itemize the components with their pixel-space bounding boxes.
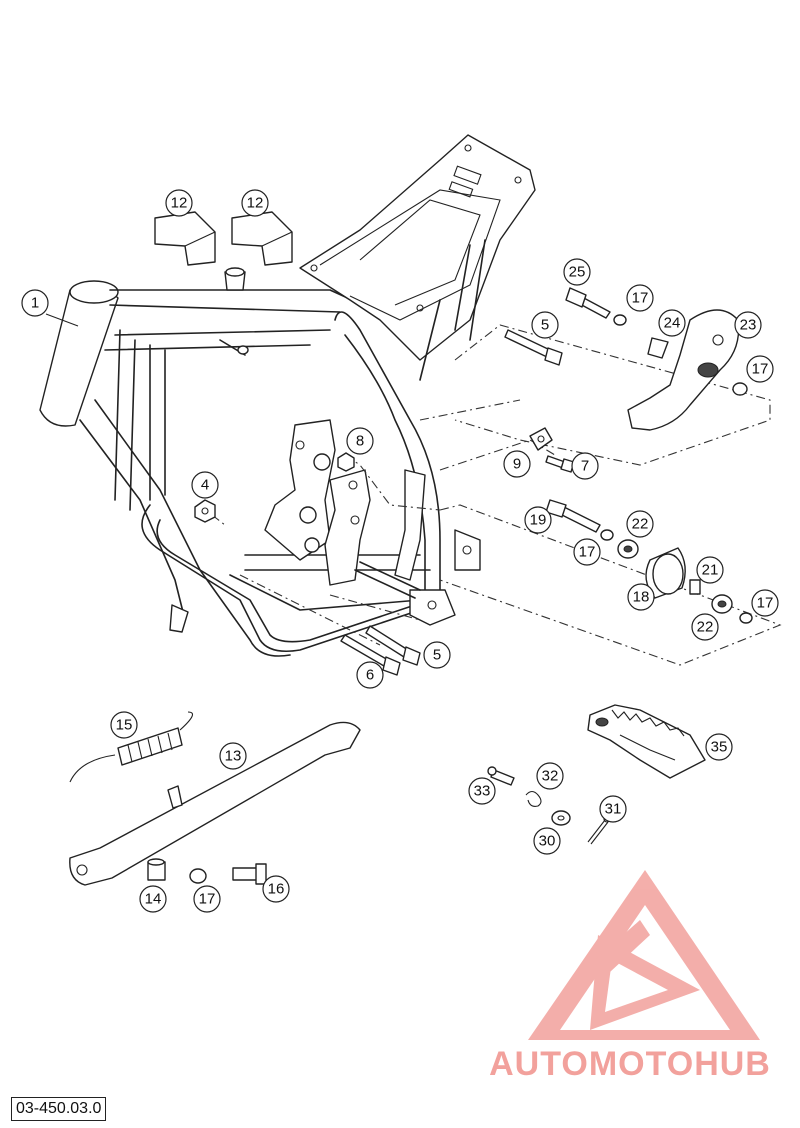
svg-text:25: 25 <box>569 264 586 281</box>
callout-19: 19 <box>524 506 552 534</box>
watermark-text: AUTOMOTOHUB <box>489 1045 771 1083</box>
callout-5a: 5 <box>531 311 559 339</box>
callout-21: 21 <box>696 556 724 584</box>
svg-text:16: 16 <box>268 881 285 898</box>
callout-17e: 17 <box>193 885 221 913</box>
svg-text:17: 17 <box>757 595 774 612</box>
svg-text:17: 17 <box>579 544 596 561</box>
callout-18: 18 <box>627 583 655 611</box>
callout-17c: 17 <box>573 538 601 566</box>
part-4-nut <box>194 499 216 523</box>
roller-group <box>545 499 753 624</box>
callout-22b: 22 <box>691 613 719 641</box>
callout-35: 35 <box>705 733 733 761</box>
callout-8: 8 <box>346 427 374 455</box>
callout-32: 32 <box>536 762 564 790</box>
svg-text:9: 9 <box>513 456 521 473</box>
document-code: 03-450.03.0 <box>11 1097 107 1121</box>
svg-text:31: 31 <box>605 801 622 818</box>
footpeg-group <box>487 704 706 845</box>
svg-text:17: 17 <box>632 290 649 307</box>
svg-text:35: 35 <box>711 739 728 756</box>
svg-text:6: 6 <box>366 667 374 684</box>
callout-13: 13 <box>219 742 247 770</box>
assembly-dash-lines <box>211 324 782 666</box>
callout-4: 4 <box>191 471 219 499</box>
callout-22a: 22 <box>626 510 654 538</box>
callout-14: 14 <box>139 885 167 913</box>
part-5-bolts <box>365 329 563 666</box>
svg-text:12: 12 <box>247 195 264 212</box>
callout-25: 25 <box>563 258 591 286</box>
callout-5b: 5 <box>423 641 451 669</box>
callout-23: 23 <box>734 311 762 339</box>
svg-text:32: 32 <box>542 768 559 785</box>
svg-text:8: 8 <box>356 433 364 450</box>
svg-text:12: 12 <box>171 195 188 212</box>
svg-text:5: 5 <box>541 317 549 334</box>
callout-30: 30 <box>533 827 561 855</box>
part-7-9-bracket-bolt <box>529 427 575 473</box>
svg-text:24: 24 <box>664 315 681 332</box>
svg-text:21: 21 <box>702 562 719 579</box>
part-8-nut <box>337 452 355 472</box>
svg-text:19: 19 <box>530 512 547 529</box>
svg-text:22: 22 <box>632 516 649 533</box>
callout-12b: 12 <box>241 189 269 217</box>
callout-15: 15 <box>110 711 138 739</box>
svg-text:4: 4 <box>201 477 209 494</box>
svg-text:14: 14 <box>145 891 162 908</box>
callout-16: 16 <box>262 875 290 903</box>
callout-17a: 17 <box>626 284 654 312</box>
automotohub-logo <box>528 870 760 1040</box>
svg-text:7: 7 <box>581 458 589 475</box>
svg-text:30: 30 <box>539 833 556 850</box>
callout-9: 9 <box>503 450 531 478</box>
svg-text:15: 15 <box>116 717 133 734</box>
svg-text:1: 1 <box>31 295 39 312</box>
brake-pedal-group <box>565 287 748 431</box>
callout-17b: 17 <box>746 355 774 383</box>
part-6-bolt <box>340 634 401 676</box>
callout-7: 7 <box>571 452 599 480</box>
callout-17d: 17 <box>751 589 779 617</box>
svg-text:22: 22 <box>697 619 714 636</box>
part-12-guards <box>154 211 293 266</box>
callout-24: 24 <box>658 309 686 337</box>
svg-text:18: 18 <box>633 589 650 606</box>
callout-33: 33 <box>468 777 496 805</box>
callout-31: 31 <box>599 795 627 823</box>
svg-text:13: 13 <box>225 748 242 765</box>
callout-1: 1 <box>21 289 79 327</box>
svg-text:5: 5 <box>433 647 441 664</box>
svg-text:23: 23 <box>740 317 757 334</box>
callout-12a: 12 <box>165 189 193 217</box>
svg-text:17: 17 <box>752 361 769 378</box>
callout-6: 6 <box>356 661 384 689</box>
frame-assembly <box>39 134 536 657</box>
svg-text:33: 33 <box>474 783 491 800</box>
svg-text:17: 17 <box>199 891 216 908</box>
sidestand-group <box>69 711 361 886</box>
